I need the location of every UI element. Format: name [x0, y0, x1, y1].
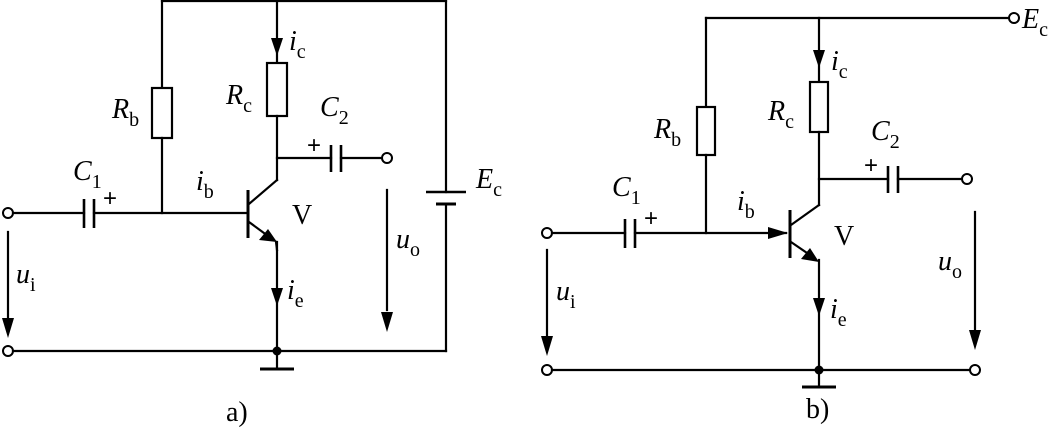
b-ib-arrow: [768, 227, 788, 239]
a-resistor-rb: [150, 86, 174, 140]
b-input-terminal-bottom: [541, 364, 553, 376]
b-ie-arrow: [813, 298, 825, 316]
b-label-ie: ie: [830, 294, 847, 331]
a-label-ui: ui: [16, 259, 36, 296]
b-caption: b): [806, 394, 829, 425]
b-label-rb: Rb: [653, 114, 681, 151]
a-label-c1: C1: [73, 156, 102, 193]
b-uo-arrow-head: [969, 330, 981, 350]
b-c2-plus-sign: +: [864, 152, 878, 179]
a-emitter-arrow: [259, 229, 277, 242]
a-ie-arrow: [271, 288, 283, 306]
a-caption: a): [226, 397, 248, 427]
b-ec-terminal: [1008, 12, 1020, 24]
b-ic-arrow: [813, 50, 825, 68]
a-label-rc: Rc: [225, 80, 252, 117]
b-label-c1: C1: [612, 172, 641, 209]
b-emitter-arrow: [801, 248, 819, 262]
b-resistor-rc: [808, 80, 830, 134]
b-transistor: [788, 203, 821, 262]
a-label-c2: C2: [320, 92, 349, 129]
b-label-ui: ui: [556, 276, 576, 313]
a-label-ec: Ec: [475, 164, 502, 201]
a-c2-plus-sign: +: [307, 132, 321, 159]
b-ui-arrow-head: [541, 336, 553, 356]
b-transistor-collector: [789, 203, 821, 227]
circuit-b: Ec ic Rb Rc C2 + C1 + ib V uo ie ui b): [541, 4, 1048, 425]
b-label-transistor: V: [834, 221, 854, 252]
a-uo-arrow-head: [381, 312, 393, 332]
a-ic-arrow: [271, 38, 283, 56]
b-output-terminal-top: [961, 173, 973, 185]
b-label-uo: uo: [938, 246, 962, 283]
circuit-a: Rb Rc ic C2 + C1 + ib V Ec uo ie ui a): [2, 0, 502, 427]
a-transistor-collector: [247, 178, 279, 206]
a-label-ib: ib: [196, 166, 214, 203]
b-label-rc: Rc: [767, 96, 794, 133]
b-c1-plus-sign: +: [644, 205, 658, 232]
a-resistor-rc: [265, 61, 289, 118]
b-input-terminal-top: [541, 227, 553, 239]
a-ui-arrow-head: [2, 318, 14, 338]
a-transistor: [246, 178, 279, 252]
b-label-ib: ib: [737, 186, 755, 223]
a-label-ic: ic: [289, 26, 306, 63]
a-label-rb: Rb: [111, 94, 139, 131]
a-label-uo: uo: [396, 224, 420, 261]
b-resistor-rb: [695, 105, 717, 157]
a-label-ie: ie: [287, 275, 304, 312]
a-c1-plus-sign: +: [103, 185, 117, 212]
a-label-transistor: V: [292, 200, 312, 231]
b-label-c2: C2: [871, 116, 900, 153]
b-label-ic: ic: [831, 46, 848, 83]
b-output-terminal-bottom: [969, 364, 981, 376]
a-output-terminal-top: [381, 152, 393, 164]
a-input-terminal-top: [2, 207, 14, 219]
b-label-ec: Ec: [1021, 4, 1048, 41]
a-input-terminal-bottom: [2, 345, 14, 357]
